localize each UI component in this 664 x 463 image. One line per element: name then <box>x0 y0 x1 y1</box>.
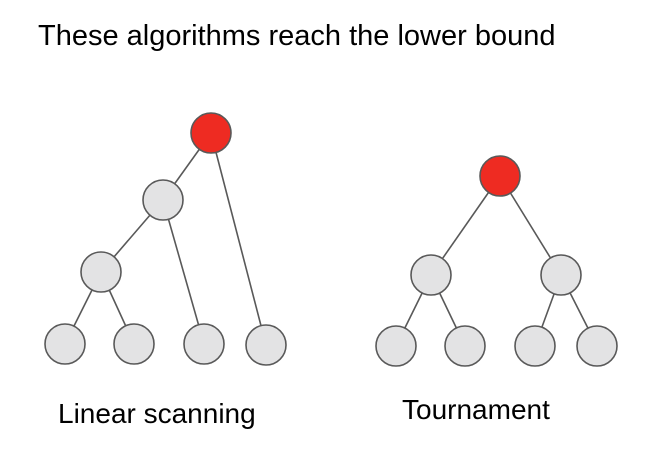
tree-node <box>410 254 452 296</box>
root-node-highlighted <box>479 155 521 197</box>
tournament-tree <box>375 155 618 367</box>
leaf-node <box>444 325 486 367</box>
tree-node <box>80 251 122 293</box>
linear-scanning-caption: Linear scanning <box>58 398 256 429</box>
leaf-node <box>576 325 618 367</box>
leaf-node <box>113 323 155 365</box>
edge <box>162 199 205 345</box>
edge <box>210 132 267 346</box>
tree-node <box>142 179 184 221</box>
linear-scanning-tree <box>44 112 287 366</box>
leaf-node <box>44 323 86 365</box>
leaf-node <box>375 325 417 367</box>
tournament-caption: Tournament <box>402 394 550 425</box>
leaf-node <box>183 323 225 365</box>
tree-node <box>540 254 582 296</box>
leaf-node <box>514 325 556 367</box>
root-node-highlighted <box>190 112 232 154</box>
page-title: These algorithms reach the lower bound <box>38 20 556 52</box>
leaf-node <box>245 324 287 366</box>
